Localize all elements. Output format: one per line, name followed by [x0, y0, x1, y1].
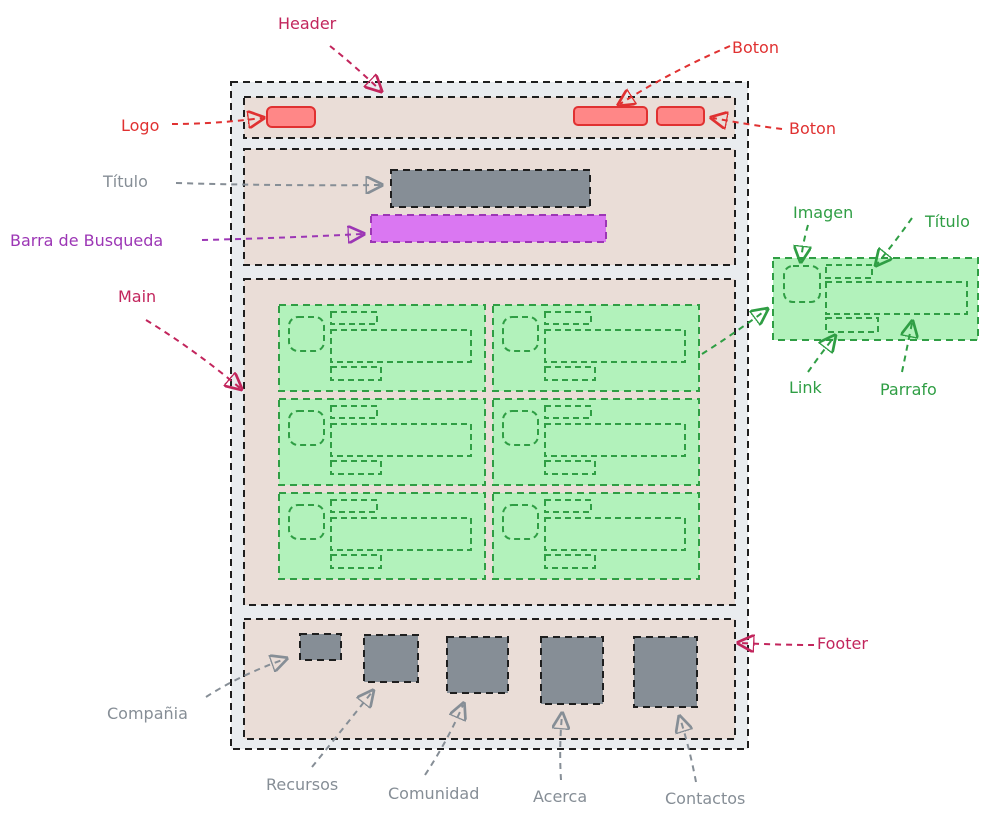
arrow-card-detail [701, 310, 766, 355]
label-main: Main [118, 287, 156, 306]
arrow-header [329, 45, 380, 90]
card-title [330, 405, 378, 419]
footer-community-block [446, 636, 509, 694]
card-title [544, 499, 592, 513]
content-card [278, 304, 486, 392]
card-paragraph [544, 423, 686, 457]
label-card-titulo: Título [924, 212, 970, 231]
label-parrafo: Parrafo [880, 380, 937, 399]
header-button-2 [656, 106, 705, 126]
label-contactos: Contactos [665, 789, 745, 808]
card-link [544, 366, 596, 381]
label-header: Header [278, 14, 337, 33]
label-compania: Compañia [107, 704, 188, 723]
detail-card [772, 257, 979, 341]
detail-card-title [825, 264, 873, 279]
footer-about-block [540, 636, 604, 705]
card-title [544, 311, 592, 325]
arrow-logo [171, 118, 262, 124]
label-recursos: Recursos [266, 775, 338, 794]
card-title [330, 499, 378, 513]
arrow-contactos [680, 718, 697, 783]
header-button-1 [573, 106, 648, 126]
label-boton-top: Boton [732, 38, 779, 57]
content-card [492, 398, 700, 486]
title-block [390, 169, 591, 208]
label-titulo: Título [102, 172, 148, 191]
label-imagen: Imagen [793, 203, 853, 222]
card-image [502, 410, 539, 446]
footer-company-block [299, 633, 342, 661]
label-boton-right: Boton [789, 119, 836, 138]
header-section [243, 96, 736, 139]
label-comunidad: Comunidad [388, 784, 479, 803]
logo-box [266, 106, 316, 128]
arrow-link [807, 337, 834, 373]
arrow-boton-top [620, 45, 731, 104]
search-bar-block [370, 214, 607, 243]
arrow-boton-right [713, 118, 783, 130]
card-image [502, 504, 539, 540]
card-grid [278, 304, 700, 580]
card-image [288, 504, 325, 540]
card-paragraph [544, 329, 686, 363]
card-paragraph [330, 517, 472, 551]
arrow-barra [201, 234, 362, 240]
label-footer: Footer [817, 634, 868, 653]
arrow-main [145, 319, 240, 388]
detail-card-paragraph [825, 281, 968, 315]
arrow-acerca [560, 715, 562, 781]
content-card [278, 398, 486, 486]
arrow-compania [205, 659, 285, 698]
card-title [544, 405, 592, 419]
footer-contacts-block [633, 636, 698, 708]
content-card [278, 492, 486, 580]
arrow-footer [740, 643, 815, 645]
content-card [492, 492, 700, 580]
label-barra: Barra de Busqueda [10, 231, 163, 250]
card-image [288, 316, 325, 352]
arrow-titulo [175, 183, 380, 185]
card-image [502, 316, 539, 352]
content-card [492, 304, 700, 392]
arrow-parrafo [902, 323, 912, 373]
card-paragraph [330, 423, 472, 457]
detail-card-link [825, 317, 879, 333]
detail-card-box [772, 257, 979, 341]
card-paragraph [544, 517, 686, 551]
card-link [544, 554, 596, 569]
label-acerca: Acerca [533, 787, 587, 806]
card-link [330, 554, 382, 569]
label-link: Link [789, 378, 823, 397]
arrow-imagen [801, 224, 808, 260]
footer-resources-block [363, 634, 419, 683]
card-link [544, 460, 596, 475]
label-logo: Logo [121, 116, 159, 135]
card-link [330, 366, 382, 381]
card-link [330, 460, 382, 475]
card-paragraph [330, 329, 472, 363]
arrow-recursos [311, 692, 372, 768]
arrow-card-titulo [877, 217, 913, 264]
detail-card-image [783, 265, 821, 303]
card-image [288, 410, 325, 446]
card-title [330, 311, 378, 325]
